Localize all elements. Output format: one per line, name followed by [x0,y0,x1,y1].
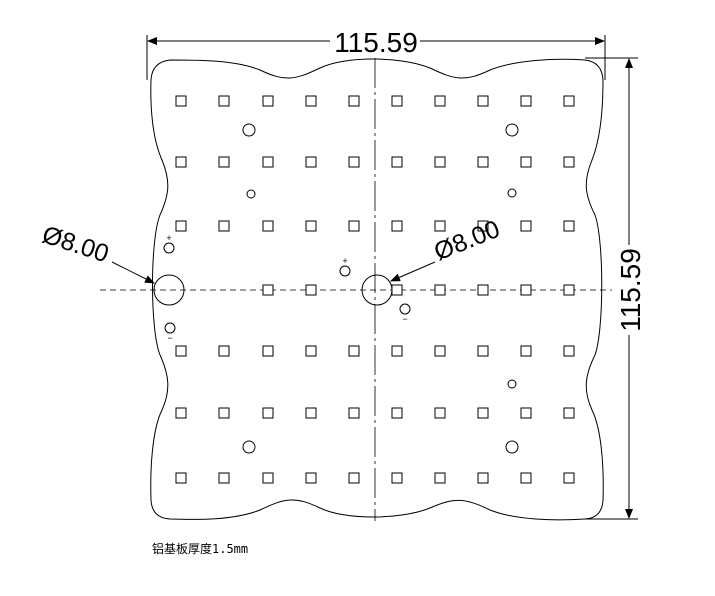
led-pad [175,156,187,168]
led-pad [477,472,489,484]
led-pad [305,284,317,296]
small-hole [246,189,256,199]
led-pad [348,156,360,168]
mount-hole [242,440,256,454]
led-pad [391,284,403,296]
led-pad [348,220,360,232]
led-pad [391,220,403,232]
led-pad [563,345,575,357]
led-pad [348,345,360,357]
led-pad [305,472,317,484]
led-pad [175,220,187,232]
led-pad [262,156,274,168]
led-pad [305,407,317,419]
center-hole-leader [390,261,436,282]
led-pad [391,407,403,419]
polarity-minus-left: − [167,333,172,343]
led-pad [520,284,532,296]
led-pad [434,220,446,232]
led-pad [520,472,532,484]
polarity-plus-center: + [342,256,347,266]
led-pad [262,284,274,296]
led-pad [391,156,403,168]
led-pad [262,345,274,357]
mount-hole [505,440,519,454]
large-hole-left [153,274,185,306]
board-outline [150,58,604,521]
small-hole [507,188,517,198]
led-pad [477,156,489,168]
led-pad [563,156,575,168]
thickness-note: 铝基板厚度1.5mm [152,542,249,556]
led-pad [563,472,575,484]
led-pad [305,95,317,107]
led-pad [520,345,532,357]
led-pad [520,156,532,168]
led-pad [434,284,446,296]
left-hole-leader [111,261,155,284]
led-pad [218,220,230,232]
led-pad [434,407,446,419]
led-pad [305,220,317,232]
led-pad [520,407,532,419]
led-pad [218,156,230,168]
pad-grid [175,95,575,484]
left-hole-dimension-label: Ø8.00 [39,221,112,269]
led-pad [218,95,230,107]
led-pad [477,220,489,232]
led-pad [477,407,489,419]
led-pad [175,407,187,419]
led-pad [218,472,230,484]
height-dimension-label: 115.59 [615,248,646,332]
led-pad [175,95,187,107]
led-pad [305,156,317,168]
led-pad [563,220,575,232]
mount-hole [505,123,519,137]
led-pad [262,407,274,419]
led-pad [391,95,403,107]
led-pad [391,345,403,357]
led-pad [175,472,187,484]
led-pad [563,95,575,107]
led-pad [477,284,489,296]
polarity-pad-minus-center [399,303,411,315]
led-pad [262,95,274,107]
led-pad [218,345,230,357]
led-pad [434,95,446,107]
led-pad [262,220,274,232]
large-hole-center [361,274,393,306]
led-pad [262,472,274,484]
led-pad [477,345,489,357]
led-pad [563,284,575,296]
led-pad [434,156,446,168]
led-pad [563,407,575,419]
led-pad [348,472,360,484]
polarity-pad-plus-center [339,265,351,277]
polarity-pad-minus-left [164,322,176,334]
led-pad [477,95,489,107]
polarity-plus-left: + [166,233,171,243]
led-pad [348,95,360,107]
width-dimension-label: 115.59 [334,27,418,58]
led-pad [391,472,403,484]
led-pad [520,95,532,107]
led-pad [434,345,446,357]
led-pad [434,472,446,484]
led-pad [175,345,187,357]
led-pad [520,220,532,232]
led-pad [218,407,230,419]
small-hole [507,379,517,389]
polarity-minus-center: − [402,314,407,324]
led-pad [305,345,317,357]
polarity-pad-plus-left [163,242,175,254]
led-pad [348,407,360,419]
mount-hole [242,123,256,137]
